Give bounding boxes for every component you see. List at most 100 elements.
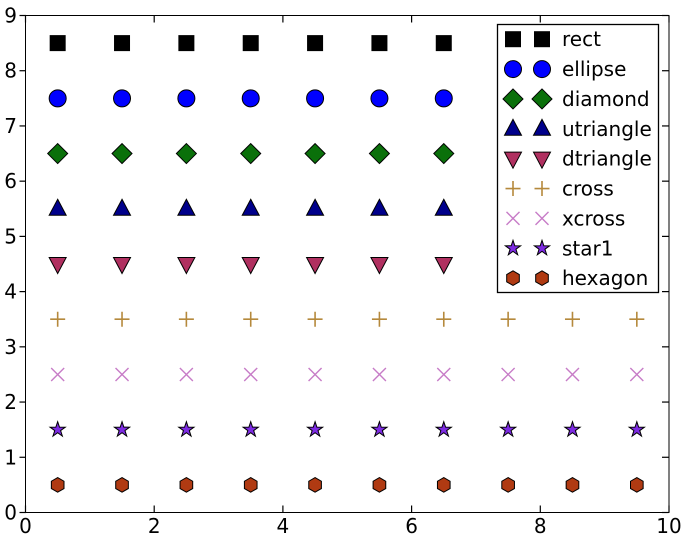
legend-marker-star1: [503, 238, 523, 257]
marker-diamond: [433, 142, 455, 165]
y-tick-label: 9: [4, 4, 17, 28]
marker-star1: [434, 420, 453, 438]
marker-rect: [49, 35, 66, 52]
marker-cross: [50, 311, 66, 327]
marker-diamond: [111, 142, 133, 165]
tick-marks: [19, 14, 670, 514]
marker-star1: [563, 420, 582, 438]
marker-xcross: [115, 367, 130, 382]
marker-cross: [564, 311, 580, 327]
legend-marker-hexagon: [506, 270, 520, 287]
y-tick-label: 8: [4, 59, 17, 83]
legend-item-dtriangle[interactable]: dtriangle: [503, 147, 652, 171]
marker-ellipse: [48, 89, 67, 108]
marker-ellipse: [434, 89, 453, 108]
marker-hexagon: [179, 477, 194, 493]
y-tick-label: 1: [4, 445, 17, 469]
legend-label: hexagon: [562, 266, 648, 290]
marker-cross: [114, 311, 130, 327]
marker-utriangle: [305, 198, 325, 216]
y-tick-label: 7: [4, 114, 17, 138]
legend-item-rect[interactable]: rect: [505, 27, 602, 51]
legend-marker-utriangle: [532, 118, 552, 136]
marker-dtriangle: [48, 257, 68, 275]
legend-marker-xcross: [506, 211, 520, 226]
legend-label: rect: [562, 27, 601, 51]
marker-hexagon: [436, 477, 451, 493]
marker-xcross: [501, 367, 516, 382]
marker-star1: [499, 420, 518, 438]
marker-xcross: [50, 367, 65, 382]
marker-dtriangle: [305, 257, 325, 275]
marker-rect: [114, 35, 131, 52]
marker-hexagon: [308, 477, 322, 493]
legend-marker-diamond: [531, 88, 553, 110]
marker-hexagon: [115, 477, 129, 493]
legend-marker-dtriangle: [532, 151, 552, 170]
marker-xcross: [565, 367, 580, 382]
marker-cross: [500, 311, 516, 327]
x-tick-label: 6: [405, 514, 418, 538]
marker-hexagon: [243, 477, 258, 493]
x-tick-label: 10: [656, 514, 681, 538]
marker-xcross: [372, 367, 387, 382]
legend-marker-rect: [505, 31, 521, 48]
marker-star1: [241, 420, 260, 438]
marker-hexagon: [630, 477, 644, 493]
marker-rect: [307, 35, 324, 52]
marker-xcross: [243, 367, 258, 382]
series-star1: [48, 420, 646, 438]
legend-label: dtriangle: [562, 147, 652, 171]
marker-hexagon: [372, 477, 387, 493]
marker-cross: [307, 311, 323, 327]
marker-star1: [370, 420, 389, 438]
marker-utriangle: [241, 198, 261, 216]
marker-diamond: [175, 142, 198, 165]
marker-diamond: [46, 142, 69, 165]
marker-ellipse: [370, 89, 389, 108]
marker-utriangle: [434, 198, 454, 216]
legend-item-xcross[interactable]: xcross: [506, 206, 626, 230]
series-xcross: [50, 367, 644, 382]
legend-marker-ellipse: [533, 60, 551, 79]
series-hexagon: [50, 477, 644, 493]
marker-xcross: [436, 367, 451, 382]
legend-item-star1[interactable]: star1: [503, 236, 613, 260]
legend-label: star1: [562, 236, 613, 260]
marker-hexagon: [50, 477, 65, 493]
marker-utriangle: [370, 198, 389, 216]
legend-marker-xcross: [535, 211, 549, 226]
x-tick-label: 4: [277, 514, 290, 538]
marker-diamond: [240, 142, 262, 165]
marker-star1: [112, 420, 132, 438]
x-tick-label: 8: [534, 514, 547, 538]
legend-marker-utriangle: [503, 118, 523, 136]
marker-ellipse: [113, 89, 132, 108]
legend-label: utriangle: [562, 117, 652, 141]
legend-label: ellipse: [562, 57, 626, 81]
x-tick-label: 0: [19, 514, 32, 538]
marker-dtriangle: [370, 257, 389, 275]
marker-utriangle: [112, 198, 132, 216]
legend-item-diamond[interactable]: diamond: [502, 87, 650, 111]
marker-cross: [436, 311, 452, 327]
marker-ellipse: [177, 89, 196, 108]
marker-cross: [243, 311, 259, 327]
legend-item-hexagon[interactable]: hexagon: [506, 266, 649, 290]
legend-item-utriangle[interactable]: utriangle: [503, 117, 652, 141]
marker-rect: [178, 35, 195, 52]
marker-star1: [48, 420, 67, 438]
y-tick-label: 5: [4, 224, 17, 248]
marker-cross: [629, 311, 645, 327]
legend-item-cross[interactable]: cross: [505, 177, 614, 201]
marker-xcross: [629, 367, 644, 382]
axes-frame: [25, 15, 670, 513]
marker-ellipse: [306, 89, 325, 108]
marker-cross: [178, 311, 194, 327]
marker-xcross: [179, 367, 194, 382]
legend-marker-rect: [534, 31, 550, 48]
marker-xcross: [308, 367, 323, 382]
legend-item-ellipse[interactable]: ellipse: [504, 57, 627, 81]
